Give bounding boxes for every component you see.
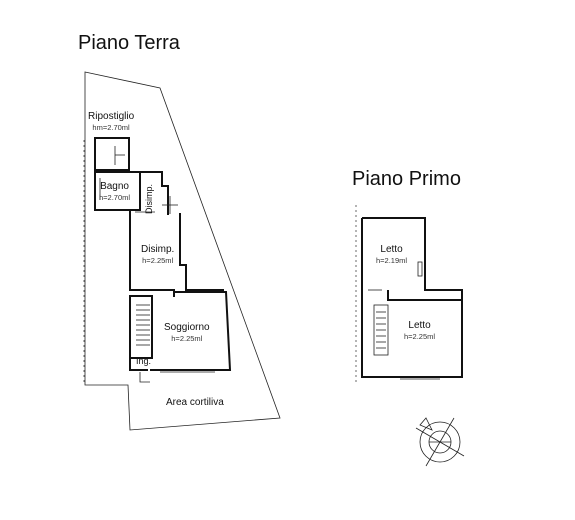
bagno-walls <box>94 171 141 211</box>
ingresso-walls <box>129 358 148 371</box>
room-height: h=2.25ml <box>404 332 436 341</box>
room-name: Soggiorno <box>164 322 210 333</box>
room-height: h=2.19ml <box>376 256 408 265</box>
ripostiglio-walls <box>94 137 130 171</box>
lot-boundary <box>84 71 281 431</box>
disimp-walls <box>140 171 169 215</box>
first-floor-plan <box>355 205 463 385</box>
room-height: h=2.70ml <box>99 193 131 202</box>
room-label-ingresso: Ing. <box>136 356 152 366</box>
first-floor-title: Piano Primo <box>352 168 461 190</box>
staircase <box>129 295 153 359</box>
first-floor-walls <box>361 217 463 378</box>
ground-floor-title: Piano Terra <box>78 32 180 54</box>
room-name: Disimp. <box>141 244 175 255</box>
room-label-disimp-small: Disimp. <box>144 183 154 214</box>
room-name: Letto <box>380 244 403 255</box>
room-name: Letto <box>408 320 431 331</box>
room-label-bagno: Bagno h=2.70ml <box>99 181 130 203</box>
room-label-soggiorno: Soggiorno h=2.25ml <box>164 322 210 344</box>
room-label-letto-2: Letto h=2.25ml <box>404 320 435 342</box>
room-label-disimp: Disimp. h=2.25ml <box>141 244 174 266</box>
room-height: hm=2.70ml <box>92 123 130 132</box>
room-label-letto-1: Letto h=2.19ml <box>376 244 407 266</box>
room-name: Bagno <box>100 181 129 192</box>
ground-floor-plan <box>83 71 281 431</box>
first-floor-staircase <box>373 304 389 356</box>
soggiorno-walls <box>150 291 232 371</box>
room-height: h=2.25ml <box>171 334 203 343</box>
room-label-ripostiglio: Ripostiglio hm=2.70ml <box>88 111 134 133</box>
room-height: h=2.25ml <box>142 256 174 265</box>
outdoor-area-label: Area cortiliva <box>166 397 224 408</box>
compass-icon <box>415 417 465 467</box>
room-name: Ripostiglio <box>88 111 135 122</box>
